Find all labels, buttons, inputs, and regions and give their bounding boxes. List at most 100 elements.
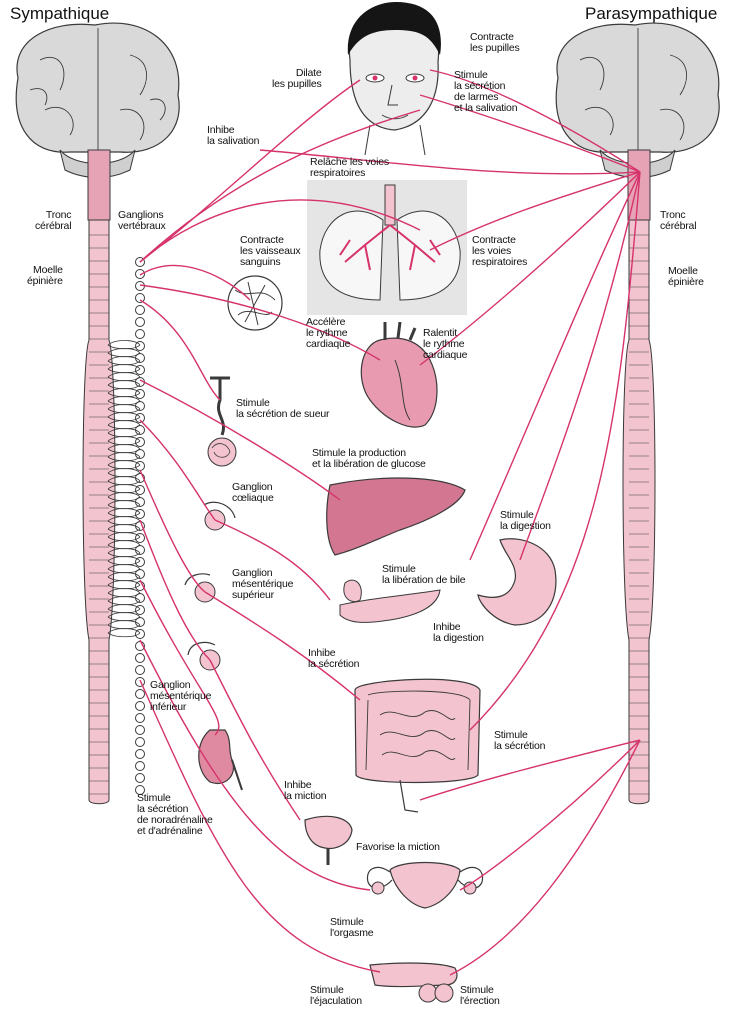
chain-ramus (107, 572, 141, 578)
nerve-line (139, 284, 381, 361)
chain-ramus (107, 436, 141, 442)
right-spinal-cord (622, 219, 656, 805)
chain-ganglion (135, 701, 145, 711)
nerve-line (419, 739, 641, 801)
nerve-line (214, 519, 331, 601)
chain-ganglion (135, 293, 145, 303)
chain-ganglion (135, 785, 145, 795)
chain-ganglion (135, 653, 145, 663)
chain-ramus (107, 364, 141, 370)
chain-ganglion (135, 749, 145, 759)
chain-ganglion (135, 713, 145, 723)
chain-ganglion (135, 665, 145, 675)
chain-ramus (107, 388, 141, 394)
sympathetic-ganglion-chain (107, 257, 145, 795)
label-inhibit-secretion: Inhibe la sécrétion (308, 647, 360, 670)
label-constrict-airways: Contracte les voies respiratoires (472, 234, 528, 268)
label-celiac-ganglion: Ganglion cœliaque (232, 481, 274, 504)
chain-ganglion (135, 269, 145, 279)
uterus-illustration (366, 861, 484, 909)
chain-ganglion (135, 761, 145, 771)
chain-ramus (107, 340, 141, 346)
chain-ganglion (135, 365, 145, 375)
nerve-line (139, 639, 371, 891)
label-inferior-mesenteric: Ganglion mésentérique inférieur (150, 679, 212, 713)
chain-ramus (107, 580, 141, 586)
chain-ramus (107, 476, 141, 482)
nerve-line (139, 579, 220, 736)
chain-ramus (107, 500, 141, 506)
nerve-line (204, 591, 361, 701)
label-noradrenaline: Stimule la sécrétion de noradrénaline et… (137, 792, 213, 837)
chain-ganglion (135, 533, 145, 543)
left-spinal-cord (82, 219, 116, 805)
nerve-line (139, 264, 251, 301)
chain-ramus (107, 428, 141, 434)
label-para-moelle: Moelle épinière (668, 265, 704, 288)
chain-ramus (107, 548, 141, 554)
liver-illustration (326, 477, 466, 556)
chain-ramus (107, 412, 141, 418)
nerve-line (449, 739, 641, 976)
chain-ramus (107, 420, 141, 426)
label-relax-airways: Relâche les voies respiratoires (310, 156, 389, 179)
nerve-pathways (139, 69, 641, 976)
pancreas-illustration (339, 579, 441, 623)
nerve-line (139, 79, 361, 263)
chain-ramus (107, 516, 141, 522)
nerve-line (259, 149, 641, 175)
chain-ramus (107, 524, 141, 530)
intestines-illustration (354, 678, 481, 813)
label-sym-ganglions: Ganglions vertébraux (118, 209, 166, 232)
penis-illustration (369, 962, 458, 1003)
nerve-line (139, 199, 421, 263)
chain-ramus (107, 372, 141, 378)
chain-ganglion (135, 629, 145, 639)
chain-ramus (107, 540, 141, 546)
stomach-illustration (477, 538, 557, 626)
nerve-line (469, 171, 641, 561)
label-slow-heart: Ralentit le rythme cardiaque (423, 327, 468, 361)
chain-ramus (107, 604, 141, 610)
nerve-line (139, 109, 421, 263)
label-sym-tronc: Tronc cérébral (35, 209, 72, 232)
label-glucose: Stimule la production et la libération d… (312, 447, 426, 470)
chain-ramus (107, 444, 141, 450)
sweat-gland-illustration (207, 376, 237, 467)
chain-ganglion (135, 773, 145, 783)
chain-ramus (107, 380, 141, 386)
left-brain (15, 22, 180, 221)
chain-ramus (107, 492, 141, 498)
label-constrict-vessels: Contracte les vaisseaux sanguins (240, 234, 301, 268)
label-tears-saliva: Stimule la sécrétion de larmes et la sal… (454, 69, 518, 114)
chain-ramus (107, 612, 141, 618)
chain-ramus (107, 532, 141, 538)
label-inhibit-urination: Inhibe la miction (284, 779, 327, 802)
nerve-line (209, 659, 301, 821)
chain-ganglion (135, 317, 145, 327)
label-inhibit-saliva: Inhibe la salivation (207, 124, 260, 147)
label-sym-moelle: Moelle épinière (27, 264, 63, 287)
label-stimulate-digestion: Stimule la digestion (500, 509, 551, 532)
chain-ramus (107, 564, 141, 570)
nerve-line (139, 419, 216, 521)
chain-ganglion (135, 305, 145, 315)
chain-ramus (107, 452, 141, 458)
label-sweat: Stimule la sécrétion de sueur (236, 397, 330, 420)
chain-ganglion (135, 737, 145, 747)
nerve-line (429, 171, 641, 251)
chain-ramus (107, 356, 141, 362)
chain-ramus (107, 460, 141, 466)
label-stimulate-secretion: Stimule la sécrétion (494, 729, 546, 752)
chain-ramus (107, 620, 141, 626)
label-contract-pupils: Contracte les pupilles (470, 31, 520, 54)
nerve-line (419, 171, 641, 366)
chain-ganglion (135, 329, 145, 339)
chain-ramus (107, 628, 141, 634)
chain-ganglion (135, 605, 145, 615)
label-orgasm: Stimule l'orgasme (330, 916, 374, 939)
label-dilate-pupils: Dilate les pupilles (272, 67, 322, 90)
blood-vessels-illustration (227, 275, 283, 331)
nerve-line (459, 739, 641, 891)
